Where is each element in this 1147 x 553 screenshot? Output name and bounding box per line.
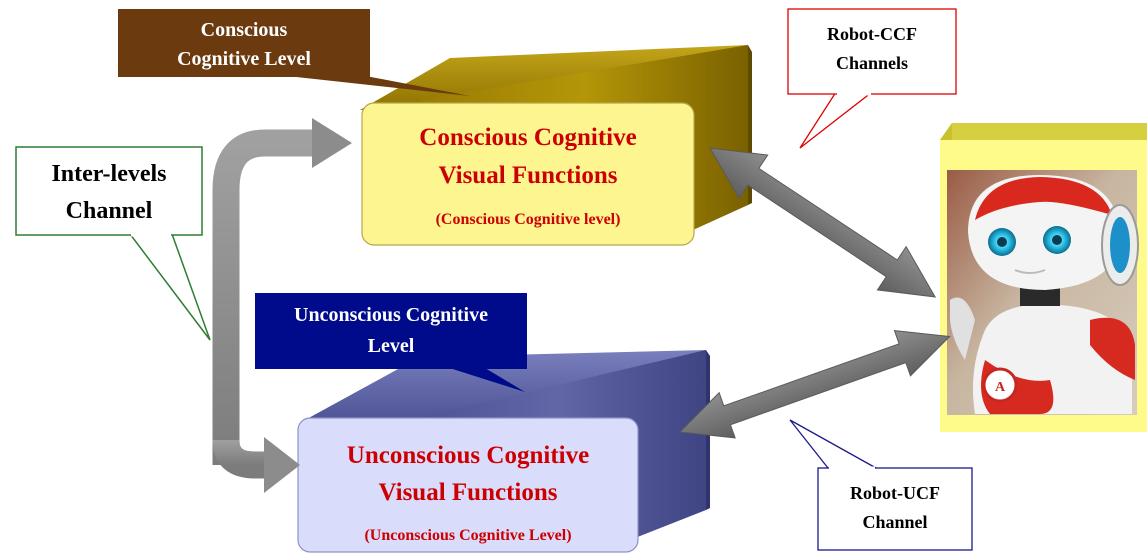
conscious-box-title-line1: Conscious Cognitive [419,124,636,151]
conscious-box-subtitle: (Conscious Cognitive level) [436,211,621,228]
conscious-callout-line2: Cognitive Level [177,48,311,70]
inter-levels-callout-line1: Inter-levels [51,161,166,187]
unconscious-box-subtitle: (Unconscious Cognitive Level) [364,527,571,544]
robot-photo: A [947,170,1139,415]
unconscious-box-title-line1: Unconscious Cognitive [347,442,589,469]
unconscious-box-title-line2: Visual Functions [379,479,558,506]
inter-levels-arrowhead-bottom [264,437,300,493]
robot-ucf-callout: Robot-UCF Channel [789,419,973,551]
svg-text:A: A [995,380,1006,395]
inter-levels-callout-line2: Channel [66,198,153,224]
robot-ccf-callout-line1: Robot-CCF [827,24,917,44]
conscious-functions-box: Conscious Cognitive Visual Functions (Co… [361,102,695,246]
unconscious-functions-box: Unconscious Cognitive Visual Functions (… [297,417,639,553]
robot-ucf-callout-line2: Channel [862,512,927,532]
inter-levels-arrow-shaft-lower [212,439,268,479]
robot-ucf-arrow [678,330,951,439]
conscious-box-title-line2: Visual Functions [439,162,618,189]
robot-ccf-callout: Robot-CCF Channels [787,8,957,149]
robot-ccf-callout-line2: Channels [836,53,908,73]
unconscious-level-callout: Unconscious Cognitive Level [255,293,527,392]
unconscious-callout-line2: Level [368,335,415,357]
unconscious-callout-line1: Unconscious Cognitive [294,304,488,326]
robot-frame-top [940,123,1147,140]
conscious-level-callout: Conscious Cognitive Level [118,9,470,96]
inter-levels-callout: Inter-levels Channel [15,146,211,341]
robot-ucf-callout-line1: Robot-UCF [850,483,940,503]
robot-ccf-arrow [709,147,937,298]
inter-levels-arrow-shaft [212,129,322,465]
conscious-callout-line1: Conscious [201,19,288,41]
inter-levels-arrow [212,118,352,493]
inter-levels-arrowhead-top [312,118,352,168]
